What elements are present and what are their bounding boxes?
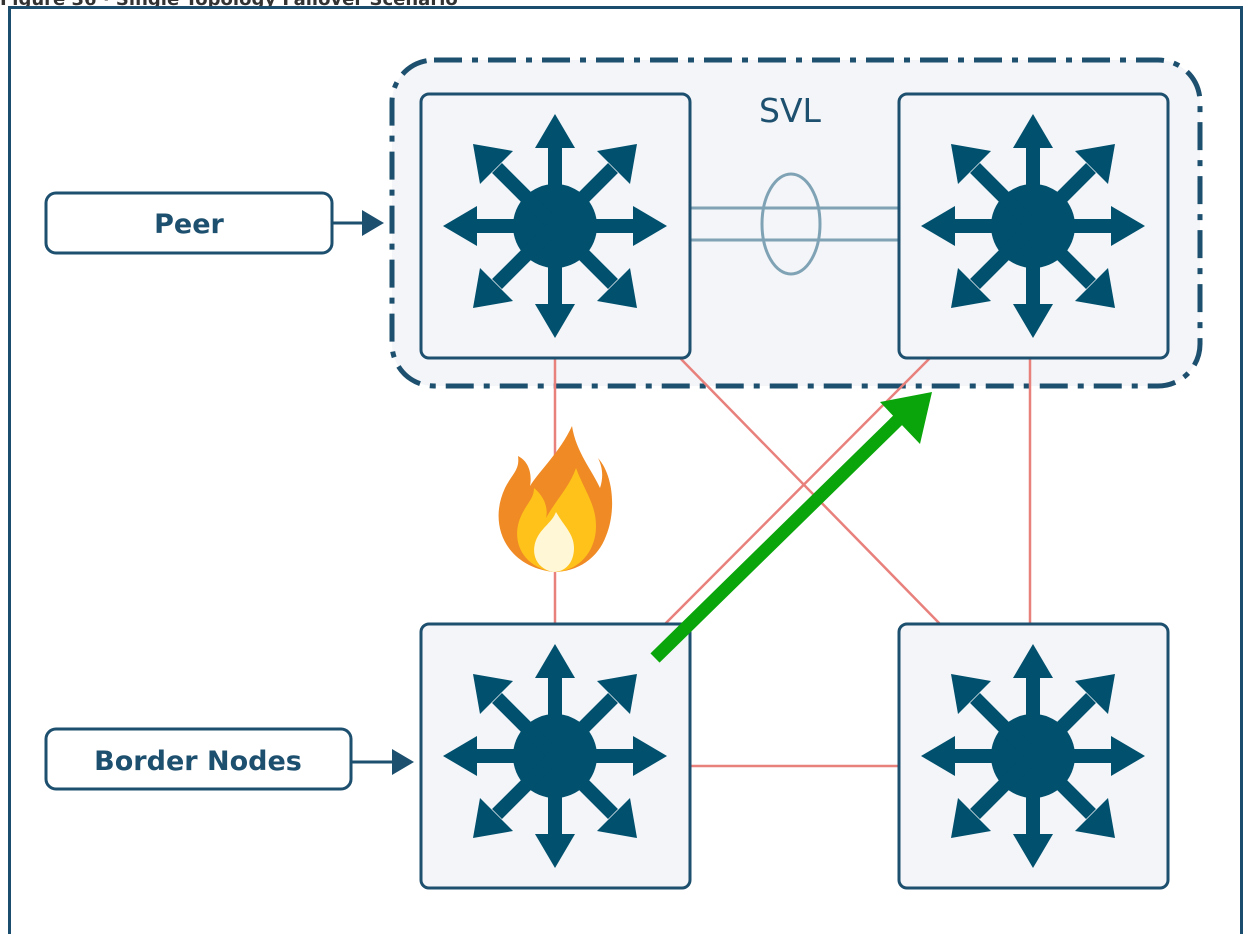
svg-text:Border Nodes: Border Nodes: [94, 746, 302, 777]
node-border-right: [897, 622, 1170, 890]
svl-links: [690, 172, 900, 276]
link-peer-right-border-left: [664, 357, 931, 625]
svg-text:Peer: Peer: [154, 209, 224, 240]
svl-label: SVL: [759, 91, 822, 130]
fire-icon: [498, 426, 613, 572]
node-peer-right: [897, 92, 1170, 360]
figure-caption: Figure 36 · Single Topology Failover Sce…: [0, 0, 458, 10]
node-border-left: [419, 622, 692, 890]
switch-icon: [921, 644, 1145, 868]
switch-icon: [443, 114, 667, 338]
arrow-right-icon: [392, 749, 414, 775]
port-channel-ellipse: [760, 172, 822, 276]
peer-label: Peer: [44, 191, 384, 255]
link-peer-left-border-right: [679, 357, 941, 625]
figure-frame: [8, 6, 1243, 934]
node-peer-left: [419, 92, 692, 360]
switch-icon: [443, 644, 667, 868]
arrow-right-icon: [362, 210, 384, 236]
switch-icon: [921, 114, 1145, 338]
border-nodes-label: Border Nodes: [44, 727, 414, 791]
failover-arrow: [650, 392, 932, 663]
